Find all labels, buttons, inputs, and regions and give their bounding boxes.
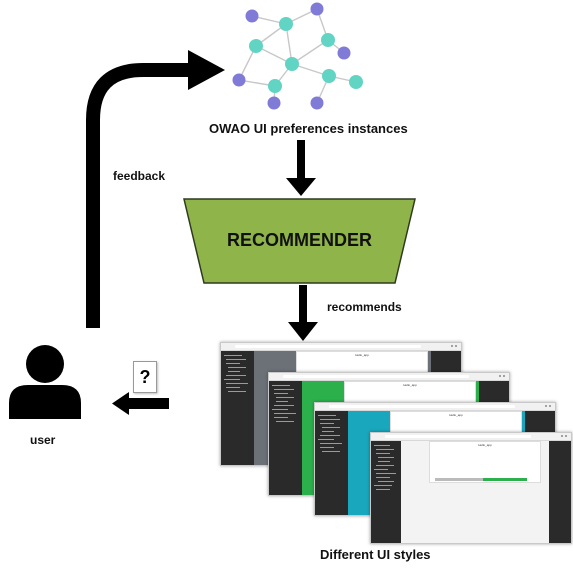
- recommender-label: RECOMMENDER: [226, 230, 372, 250]
- user-icon: [9, 345, 81, 419]
- screen-title: Hello_app: [355, 353, 369, 357]
- instances-network: [232, 2, 363, 110]
- down-arrow-2: [288, 322, 318, 341]
- question-card: ?: [133, 361, 157, 393]
- node-purple: [245, 9, 259, 23]
- node-teal: [285, 57, 299, 71]
- left-arrow: [112, 392, 129, 415]
- instances-label: OWAO UI preferences instances: [209, 121, 408, 136]
- node-teal: [249, 39, 263, 53]
- node-purple: [310, 96, 324, 110]
- down-arrow-1: [286, 178, 316, 196]
- network-nodes: [232, 2, 363, 110]
- node-purple: [337, 46, 351, 60]
- feedback-label: feedback: [113, 169, 166, 183]
- feedback-arrow: [86, 63, 190, 328]
- user-label: user: [30, 433, 56, 447]
- screen-title: Hello_app: [449, 413, 463, 417]
- node-teal: [268, 79, 282, 93]
- node-teal: [321, 33, 335, 47]
- node-purple: [310, 2, 324, 16]
- styles-label: Different UI styles: [320, 547, 431, 562]
- recommends-label: recommends: [327, 300, 402, 314]
- recommender-box: [183, 198, 416, 284]
- node-teal: [349, 75, 363, 89]
- node-purple: [267, 96, 281, 110]
- node-teal: [279, 17, 293, 31]
- feedback-arrowhead: [188, 50, 225, 90]
- screen-title: Hello_app: [478, 443, 492, 447]
- ui-style-screenshot-light: Hello_app: [370, 432, 572, 544]
- node-purple: [232, 73, 246, 87]
- node-teal: [322, 69, 336, 83]
- screen-title: Hello_app: [403, 383, 417, 387]
